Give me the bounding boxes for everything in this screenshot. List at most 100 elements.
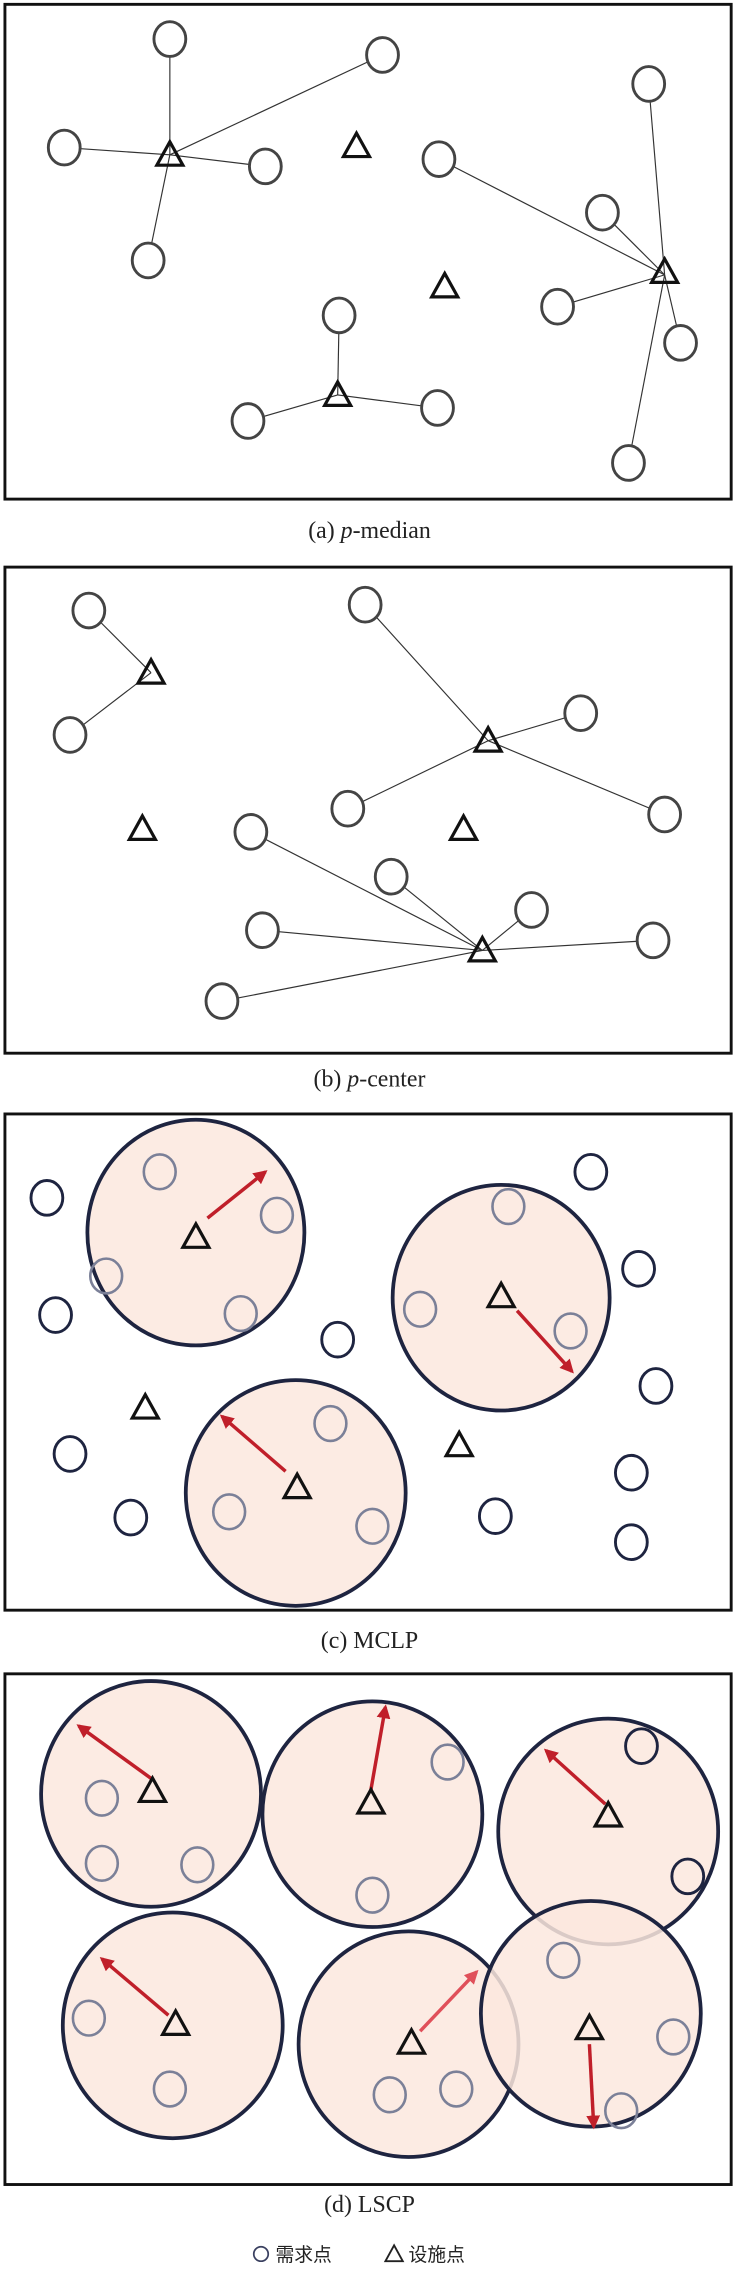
demand-point: [71, 591, 107, 630]
assignment-line: [262, 929, 483, 952]
demand-point: [52, 716, 88, 754]
demand-point: [365, 36, 400, 74]
facility-point: [159, 2007, 192, 2036]
facility-point: [126, 812, 159, 841]
demand-point: [373, 857, 409, 896]
facility-point: [429, 270, 461, 299]
assignment-line: [648, 83, 666, 275]
radius-arrow: [206, 1170, 268, 1220]
demand-point: [631, 65, 667, 103]
facility-point: [321, 378, 354, 407]
caption-d: (d) LSCP: [324, 2192, 415, 2218]
radius-arrow: [543, 1748, 607, 1806]
demand-point: [233, 813, 269, 851]
demand-point: [573, 1153, 609, 1191]
demand-point: [38, 1296, 73, 1334]
demand-point: [211, 1493, 247, 1531]
demand-point: [320, 1320, 356, 1359]
coverage-circle: [183, 1378, 408, 1608]
facility-point: [573, 2011, 606, 2041]
assignment-line: [627, 274, 666, 464]
facility-point: [472, 724, 504, 753]
demand-point: [563, 694, 599, 733]
demand-point: [230, 402, 266, 440]
demand-point: [355, 1507, 390, 1545]
demand-point: [621, 1249, 656, 1288]
legend-facility-label: 设施点: [409, 2244, 465, 2266]
demand-point: [663, 324, 698, 362]
demand-point: [84, 1844, 120, 1883]
demand-point: [402, 1290, 438, 1328]
assignment-line: [390, 876, 483, 951]
demand-point: [259, 1196, 295, 1234]
demand-point: [313, 1404, 348, 1443]
demand-point: [355, 1876, 390, 1914]
facility-point: [136, 1774, 169, 1804]
demand-point: [142, 1153, 177, 1191]
coverage-circle: [39, 1679, 263, 1909]
radius-arrow: [586, 2044, 601, 2130]
demand-point: [88, 1257, 124, 1295]
demand-point: [52, 1435, 88, 1473]
demand-point: [420, 389, 455, 427]
demand-point: [624, 1727, 659, 1765]
facility-point: [154, 138, 186, 167]
demand-point: [152, 2070, 188, 2108]
demand-point: [670, 1857, 706, 1896]
panel-mclp: [3, 1112, 733, 1612]
caption-a: (a) p-median: [308, 518, 431, 544]
facility-point: [443, 1428, 475, 1458]
demand-point: [585, 193, 620, 232]
assignment-line: [169, 54, 383, 156]
facility-point: [466, 934, 499, 963]
demand-point: [46, 128, 82, 167]
demand-point: [656, 2018, 691, 2056]
demand-point: [647, 795, 682, 834]
demand-point: [540, 287, 575, 326]
panel-lscp: [3, 1672, 733, 2186]
demand-point: [347, 585, 383, 624]
panel-frame: [3, 565, 733, 1055]
demand-point: [113, 1498, 149, 1537]
panel-frame: [3, 2, 733, 501]
assignment-line: [487, 740, 665, 816]
demand-point: [439, 2070, 474, 2108]
demand-point: [421, 140, 457, 178]
demand-point: [604, 2092, 639, 2130]
radius-arrow: [515, 1309, 574, 1374]
facility-legend-icon: [383, 2243, 405, 2263]
facility-point: [395, 2026, 428, 2055]
assignment-line: [347, 740, 489, 810]
demand-point: [152, 20, 188, 58]
demand-point: [204, 982, 240, 1020]
facility-point: [648, 255, 681, 284]
radius-arrow: [418, 1969, 479, 2033]
assignment-line: [438, 158, 665, 276]
demand-point: [223, 1294, 258, 1333]
demand-point: [245, 911, 280, 950]
caption-b: (b) p-center: [314, 1066, 426, 1092]
demand-point: [546, 1941, 581, 1979]
demand-point: [638, 1367, 674, 1405]
facility-point: [485, 1279, 517, 1309]
assignment-line: [64, 146, 170, 156]
assignment-line: [250, 831, 483, 951]
demand-point: [635, 921, 671, 960]
panel-p-median: [3, 2, 733, 501]
assignment-line: [364, 604, 489, 742]
demand-point: [478, 1497, 513, 1535]
demand-point: [29, 1179, 65, 1217]
demand-point: [514, 891, 549, 929]
facility-point: [340, 129, 373, 159]
demand-point: [430, 1743, 465, 1781]
panel-p-center: [3, 565, 733, 1055]
facility-point: [355, 1786, 387, 1815]
demand-point: [180, 1846, 215, 1884]
facility-point: [180, 1220, 212, 1249]
legend-demand-label: 需求点: [275, 2244, 331, 2266]
radius-arrow: [219, 1414, 287, 1473]
demand-point: [130, 241, 166, 280]
demand-point-legend-icon: [252, 2245, 270, 2263]
caption-c: (c) MCLP: [321, 1628, 418, 1654]
